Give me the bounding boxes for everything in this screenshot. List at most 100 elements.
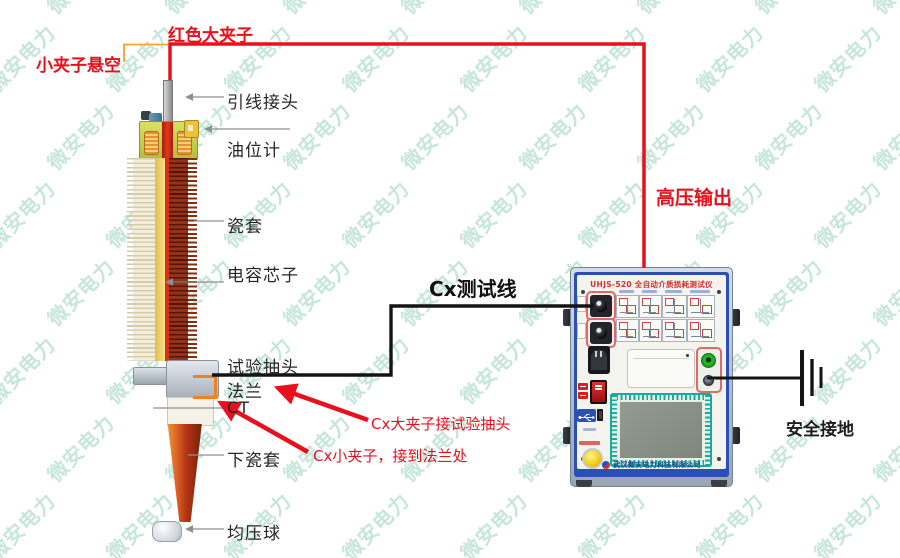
mode-diagram-mark: [673, 323, 675, 337]
center-conductor-line: [165, 158, 169, 361]
mode-diagram-cell: [662, 295, 687, 318]
device-foot: [576, 480, 592, 487]
screen-comb: [612, 460, 710, 465]
power-on-tag: [578, 383, 588, 390]
cn-input-connector: [586, 318, 616, 348]
usb-label: [577, 409, 596, 422]
grading-ball-graphic: [152, 521, 182, 542]
screen-comb: [612, 395, 710, 400]
lcd-screen: [610, 393, 712, 467]
company-row: 武汉微安电力科技有限公司: [570, 459, 733, 471]
mode-diagram-cell: [687, 319, 715, 342]
mode-diagram-mark: [649, 299, 651, 313]
power-off-tag: [578, 392, 588, 399]
printer-slot: [627, 349, 695, 388]
porcelain-fin-tips: [188, 158, 197, 361]
mode-caption: [642, 290, 657, 293]
mode-diagram-mark: [674, 329, 684, 338]
mode-diagram-mark: [642, 322, 651, 330]
case-clip: [563, 309, 572, 326]
mode-diagram-mark: [700, 299, 701, 313]
oil-level-gauge-graphic: [184, 120, 199, 138]
mode-diagram-mark: [690, 298, 699, 306]
panel-screw: [717, 290, 721, 294]
mode-diagram-cell: [639, 319, 662, 342]
mode-diagram-cell: [687, 295, 715, 318]
ground-terminal-group: [696, 347, 722, 393]
mode-diagram-mark: [626, 299, 628, 313]
label-lead-connector: 引线接头: [227, 93, 299, 113]
mode-diagram-mark: [642, 298, 651, 306]
ground-bolt: [703, 375, 714, 386]
lcd-display: [620, 402, 702, 458]
callout-hv-output: 高压输出: [656, 187, 733, 209]
printer-led: [686, 354, 689, 357]
socket-pin: [600, 351, 602, 357]
label-lower-porcelain: 下瓷套: [227, 451, 281, 471]
case-clip: [563, 427, 572, 444]
mode-caption: [665, 290, 682, 293]
company-name: 武汉微安电力科技有限公司: [613, 461, 701, 469]
label-porcelain-sleeve: 瓷套: [227, 217, 263, 237]
screen-comb: [612, 395, 617, 465]
capacitor-core-graphic: [155, 158, 166, 361]
connector-knob: [595, 327, 607, 339]
mode-diagram-cell: [616, 295, 639, 318]
panel-screw: [717, 457, 721, 461]
yellow-button: [582, 448, 603, 469]
mode-diagram-mark: [674, 305, 684, 314]
screen-comb: [705, 395, 710, 465]
mode-diagram-cell: [639, 295, 662, 318]
hv-output-wire: [168, 42, 646, 268]
panel-screw: [581, 290, 585, 294]
small-label: [583, 428, 596, 431]
label-capacitor-core: 电容芯子: [227, 266, 299, 286]
bushing-head-conductor: [162, 122, 173, 159]
flange-graphic: [166, 360, 219, 399]
connector-tag: [577, 296, 586, 312]
bushing-spring-left: [144, 131, 159, 155]
label-ct: CT: [227, 398, 250, 417]
connector-tag: [577, 323, 586, 339]
callout-red-big-clamp: 红色大夹子: [168, 26, 253, 46]
power-switch: [590, 380, 607, 404]
label-grading-ball: 均压球: [227, 524, 281, 544]
mode-diagram-mark: [673, 299, 675, 313]
yellow-button-label: [579, 441, 600, 445]
dielectric-loss-tester: UHJS-520 全自动介质损耗测试仪: [563, 267, 740, 487]
mode-diagram-mark: [702, 305, 712, 314]
connector-knob: [595, 300, 607, 312]
usb-port: [597, 409, 603, 421]
porcelain-fins: [169, 158, 188, 361]
label-flange: 法兰: [227, 382, 263, 402]
mode-diagram-cell: [616, 319, 639, 342]
power-socket: [588, 346, 610, 374]
connector-socket: [590, 295, 612, 317]
connector-socket: [590, 322, 612, 344]
mode-caption: [619, 290, 634, 293]
left-fin-tips: [127, 158, 133, 361]
annotation-arrows: [217, 383, 369, 454]
green-button: [701, 353, 716, 368]
mode-diagram-mark: [626, 323, 628, 337]
mode-diagram-mark: [619, 298, 628, 306]
label-test-tap: 试验抽头: [227, 358, 299, 378]
mode-diagram-mark: [700, 323, 701, 337]
cx-test-wire: [212, 304, 594, 377]
earth-ground-symbol: [800, 350, 823, 406]
usb-icon: [578, 414, 595, 421]
device-foot: [711, 480, 727, 487]
left-fins: [133, 158, 155, 361]
callout-cx-small-clamp: Cx小夹子，接到法兰处: [313, 447, 468, 465]
small-clamp-leader: [123, 43, 168, 62]
case-clip: [731, 309, 740, 326]
mode-diagram-mark: [649, 323, 651, 337]
bushing-head-cap: [141, 111, 151, 120]
mode-diagram-cell: [662, 319, 687, 342]
callout-cx-big-clamp: Cx大夹子接试验抽头: [371, 415, 511, 433]
mode-caption: [690, 290, 710, 293]
label-leader-lines: [153, 93, 290, 533]
callout-small-clamp: 小夹子悬空: [36, 56, 121, 76]
